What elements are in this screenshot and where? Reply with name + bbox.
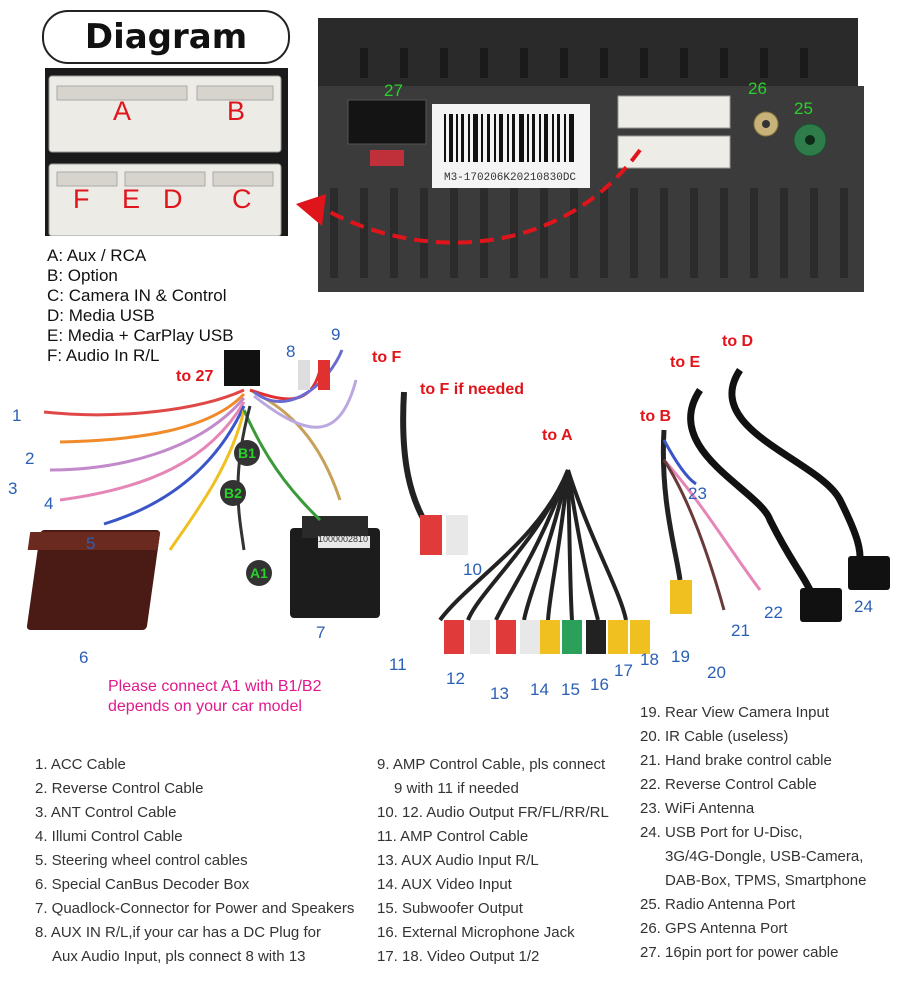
port-27-label: 27 [384,81,403,100]
quadlock-code: 1000002810 [318,534,369,544]
badge-a1: A1 [246,560,272,586]
list-item: 24. USB Port for U-Disc, [640,824,803,841]
note-line: Please connect A1 with B1/B2 [108,678,322,695]
legend-item: B: Option [47,266,118,285]
list-item: 20. IR Cable (useless) [640,728,789,745]
list-item: 11. AMP Control Cable [377,828,529,845]
legend-item: A: Aux / RCA [47,246,147,265]
callout-10: 10 [463,560,482,579]
callout-14: 14 [530,680,549,699]
callout-24: 24 [854,597,873,616]
arrow-head-icon [296,194,326,226]
list-item: 2. Reverse Control Cable [35,780,204,797]
connector-closeup: A B F E D C [45,68,288,237]
connector-letter-d: D [163,184,183,214]
list-item: 8. AUX IN R/L,if your car has a DC Plug … [35,924,321,941]
diagram-title-text: Diagram [84,17,248,57]
list-item: 6. Special CanBus Decoder Box [35,876,250,893]
label-to-b: to B [640,408,672,425]
callout-12: 12 [446,669,465,688]
badge-b2: B2 [220,480,246,506]
head-unit-serial: M3-170206K20210830DC [444,172,576,184]
list-item: 3G/4G-Dongle, USB-Camera, [665,848,864,865]
list-item: 9. AMP Control Cable, pls connect [377,756,606,773]
badge-b1: B1 [234,440,260,466]
list-item: Aux Audio Input, pls connect 8 with 13 [52,948,306,965]
connector-legend: A: Aux / RCA B: Option C: Camera IN & Co… [47,246,234,366]
list-item: 19. Rear View Camera Input [640,704,829,721]
legend-item: F: Audio In R/L [47,346,160,365]
callout-19: 19 [671,647,690,666]
callout-13: 13 [490,684,509,703]
cable-list-col3: 19. Rear View Camera Input 20. IR Cable … [640,701,866,965]
label-to-f: to F [372,349,402,366]
callout-21: 21 [731,621,750,640]
list-item: 1. ACC Cable [35,756,126,773]
connector-letter-a: A [113,96,131,126]
list-item: 4. Illumi Control Cable [35,828,183,845]
callout-4: 4 [44,494,54,513]
port-26-label: 26 [748,79,767,98]
cable-list-col2: 9. AMP Control Cable, pls connect 9 with… [377,753,609,969]
callout-5: 5 [86,534,96,553]
list-item: 5. Steering wheel control cables [35,852,248,869]
list-item: 14. AUX Video Input [377,876,512,893]
list-item: 3. ANT Control Cable [35,804,177,821]
label-to-e: to E [670,354,701,371]
label-to-f-if-needed: to F if needed [420,381,524,398]
list-item: 21. Hand brake control cable [640,752,832,769]
pointer-arrow [296,148,642,245]
list-item: 22. Reverse Control Cable [640,776,817,793]
callout-2: 2 [25,449,35,468]
label-to-a: to A [542,427,573,444]
callout-17: 17 [614,661,633,680]
callout-7: 7 [316,623,326,642]
connector-letter-f: F [73,184,90,214]
label-to-d: to D [722,333,754,350]
list-item: 27. 16pin port for power cable [640,944,839,961]
list-item: 7. Quadlock-Connector for Power and Spea… [35,900,355,917]
callout-11: 11 [389,655,407,674]
list-item: 16. External Microphone Jack [377,924,575,941]
list-item: 23. WiFi Antenna [640,800,755,817]
legend-item: C: Camera IN & Control [47,286,227,305]
list-item: 26. GPS Antenna Port [640,920,788,937]
callout-22: 22 [764,603,783,622]
callout-1: 1 [12,406,22,425]
wiring-harness [26,349,890,654]
note-line: depends on your car model [108,698,302,715]
callout-3: 3 [8,479,18,498]
connection-note: Please connect A1 with B1/B2 depends on … [108,677,321,717]
cable-list-col1: 1. ACC Cable 2. Reverse Control Cable 3.… [35,753,354,969]
list-item: 9 with 11 if needed [394,780,519,797]
list-item: 13. AUX Audio Input R/L [377,852,539,869]
callout-23: 23 [688,484,707,503]
callout-9: 9 [331,325,341,344]
callout-18: 18 [640,650,659,669]
connector-closeup-graphic: A B F E D C [48,75,282,237]
port-25-label: 25 [794,99,813,118]
list-item: 25. Radio Antenna Port [640,896,796,913]
callout-6: 6 [79,648,89,667]
list-item: DAB-Box, TPMS, Smartphone [665,872,867,889]
callout-15: 15 [561,680,580,699]
head-unit-back: M3-170206K20210830DC 27 26 25 [318,18,864,292]
legend-item: E: Media + CarPlay USB [47,326,234,345]
diagram-title: Diagram [42,10,290,64]
connector-letter-b: B [227,96,245,126]
connector-letter-c: C [232,184,252,214]
list-item: 17. 18. Video Output 1/2 [377,948,540,965]
callout-8: 8 [286,342,296,361]
label-to-27: to 27 [176,368,214,385]
callout-20: 20 [707,663,726,682]
list-item: 15. Subwoofer Output [377,900,523,917]
callout-16: 16 [590,675,609,694]
legend-item: D: Media USB [47,306,155,325]
connector-letter-e: E [122,184,140,214]
list-item: 10. 12. Audio Output FR/FL/RR/RL [377,804,609,821]
